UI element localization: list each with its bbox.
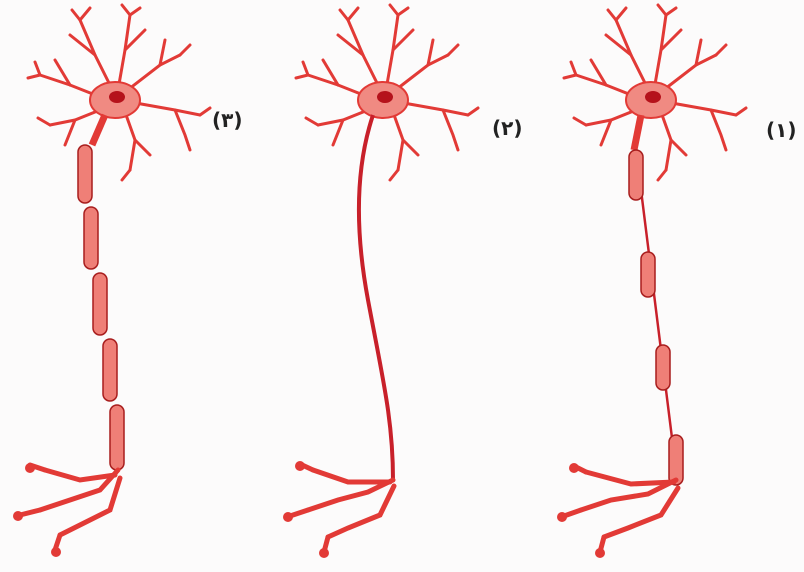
- neuron-2-drawing: [268, 0, 536, 572]
- neuron-2-axon-terminals: [290, 464, 394, 552]
- neuron-1-label: (١): [766, 118, 797, 142]
- neuron-3-axon-hillock: [92, 115, 105, 145]
- neuron-3-nucleus: [109, 91, 125, 103]
- neuron-2-axon: [359, 115, 393, 480]
- neuron-3-drawing: [0, 0, 268, 572]
- neuron-panel-2: (٢): [268, 0, 536, 572]
- neuron-1-nucleus: [645, 91, 661, 103]
- neuron-panel-3: (٣): [0, 0, 268, 572]
- neuron-2-label: (٢): [492, 116, 523, 140]
- neuron-2-nucleus: [377, 91, 393, 103]
- neuron-1-axon-hillock: [634, 115, 641, 150]
- neuron-3-myelin-sheaths: [78, 145, 124, 470]
- neuron-panel-1: (١): [536, 0, 804, 572]
- neuron-1-axon-terminals: [564, 466, 678, 552]
- neuron-3-label: (٣): [212, 108, 243, 132]
- neuron-3-axon-terminals: [20, 465, 120, 550]
- neuron-1-axon: [636, 150, 676, 470]
- neuron-1-drawing: [536, 0, 804, 572]
